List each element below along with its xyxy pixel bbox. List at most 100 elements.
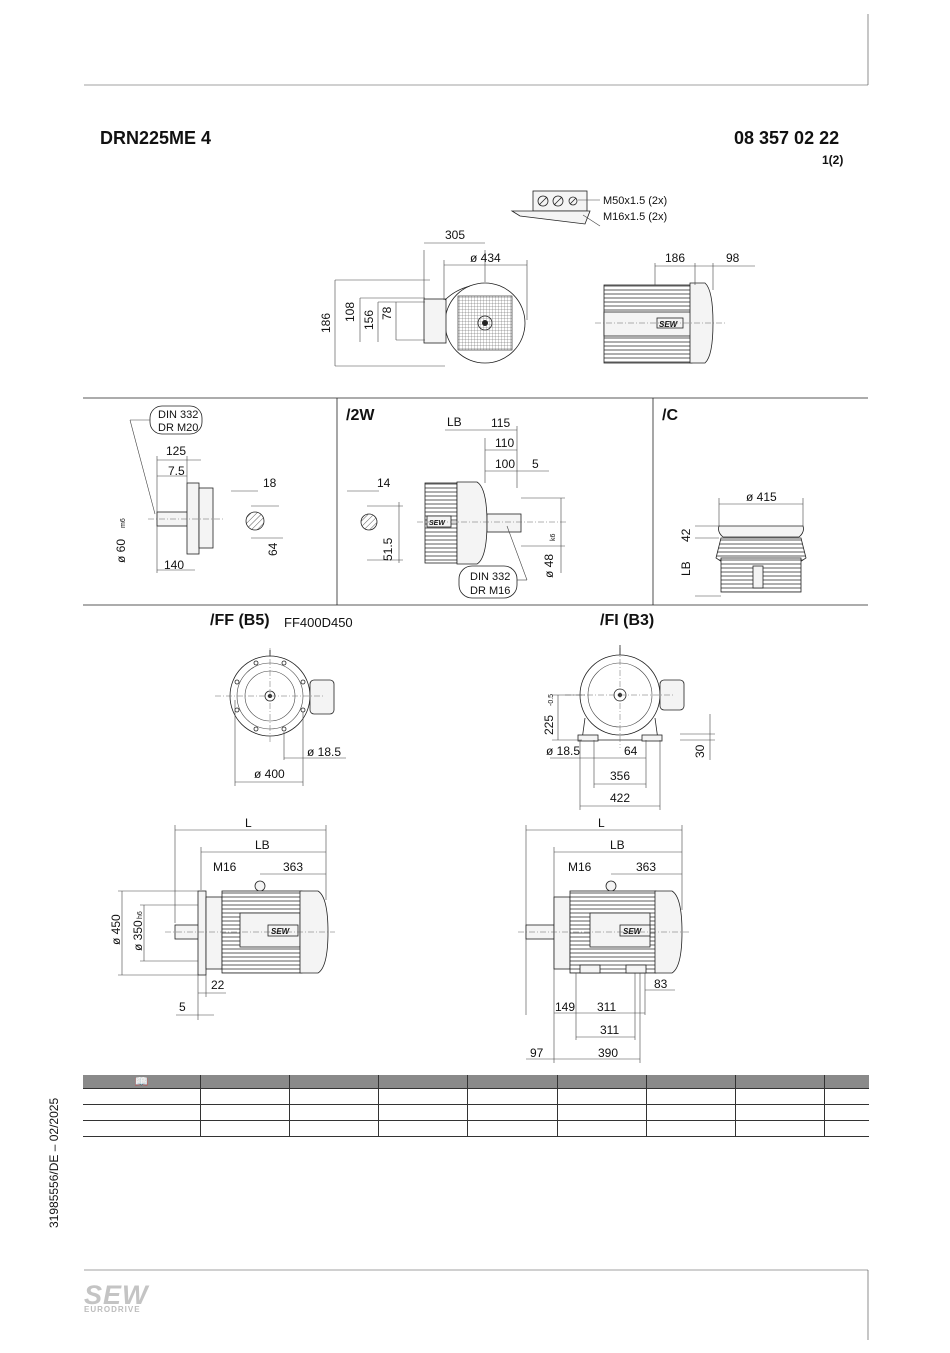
fi-shaft-height: 225 [542, 715, 556, 735]
shaft-tol-m6: m6 [120, 518, 127, 528]
din-332-label: DIN 332 [158, 409, 198, 421]
svg-text:SEW: SEW [429, 520, 446, 527]
section-2w: /2W LB 115 110 100 5 SEW ø 48 k6 DIN 332… [346, 407, 567, 599]
fi-dim-l: L [598, 816, 605, 830]
shaft-tol-k6: k6 [550, 534, 557, 542]
dim-64: 64 [266, 542, 280, 556]
table-header-cell [467, 1075, 557, 1089]
dim-100: 100 [495, 457, 515, 471]
motor-side-view-top: SEW [595, 263, 755, 364]
dim-14: 14 [377, 476, 391, 490]
data-table: 📖 [83, 1075, 869, 1137]
table-row [83, 1104, 869, 1121]
dim-186-right: 186 [665, 251, 685, 265]
table-header-cell [378, 1075, 468, 1089]
section-c-title: /C [662, 407, 678, 424]
ff-dim-lb: LB [255, 838, 270, 852]
fi-dim-363: 363 [636, 860, 656, 874]
dim-140: 140 [164, 558, 184, 572]
section-fi-title: /FI (B3) [600, 612, 655, 629]
ff-dim-363: 363 [283, 860, 303, 874]
dim-108: 108 [343, 302, 357, 322]
ff-dia-350: ø 350 [131, 920, 145, 951]
dim-5: 5 [532, 457, 539, 471]
fi-dim-149: 149 [555, 1000, 575, 1014]
table-header-cell [645, 1075, 736, 1089]
sew-eurodrive-logo: SEW EURODRIVE [84, 1280, 149, 1315]
fi-hole-dia: ø 18.5 [546, 744, 580, 758]
dim-110: 110 [495, 436, 514, 450]
book-icon: 📖 [134, 1076, 149, 1088]
fi-dim-m16: M16 [568, 860, 592, 874]
fi-shaft-height-tol: -0.5 [548, 694, 555, 706]
fi-front-view: 225 -0.5 ø 18.5 64 356 422 30 [542, 645, 715, 810]
document-code: 31985556/DE – 02/2025 [47, 1097, 61, 1228]
svg-text:SEW: SEW [623, 927, 643, 936]
logo-sub: EURODRIVE [84, 1305, 141, 1314]
table-row [83, 1120, 869, 1137]
dim-125: 125 [166, 444, 186, 458]
dim-98: 98 [726, 251, 740, 265]
table-header-cell [289, 1075, 379, 1089]
shaft-dia-60: ø 60 [114, 539, 128, 563]
dim-lb-2w: LB [447, 415, 462, 429]
fi-dim-30: 30 [693, 744, 707, 758]
fi-dim-356: 356 [610, 769, 630, 783]
fi-dim-422: 422 [610, 791, 630, 805]
dim-51-5: 51.5 [381, 537, 395, 561]
ff-dim-22: 22 [211, 978, 225, 992]
table-header-cell: 📖 [83, 1075, 201, 1089]
dr-m20-label: DR M20 [158, 422, 198, 434]
section-ff-title: /FF (B5) [210, 612, 270, 629]
cable-gland-2: M16x1.5 (2x) [603, 211, 667, 223]
dim-42: 42 [679, 528, 693, 542]
dim-305: 305 [445, 228, 465, 242]
ff-dim-l: L [245, 816, 252, 830]
table-header-cell [823, 1075, 869, 1089]
dim-dia-415: ø 415 [746, 490, 777, 504]
table-header-row: 📖 [83, 1075, 869, 1089]
dim-18: 18 [263, 476, 277, 490]
ff-dia-450: ø 450 [109, 914, 123, 945]
page-number: 1(2) [822, 153, 844, 167]
svg-text:SEW: SEW [659, 320, 679, 329]
dim-lb-c: LB [679, 561, 693, 576]
fi-dim-390: 390 [598, 1046, 618, 1060]
fi-dim-83: 83 [654, 977, 668, 991]
dr-m16-label: DR M16 [470, 585, 510, 597]
dim-115: 115 [491, 416, 510, 430]
model-title: DRN225ME 4 [100, 128, 212, 148]
section-2w-title: /2W [346, 407, 375, 424]
fi-dim-311-b: 311 [600, 1023, 619, 1037]
dim-7-5: 7.5 [168, 464, 185, 478]
logo-main: SEW [84, 1280, 149, 1310]
top-view-drawing: M50x1.5 (2x) M16x1.5 (2x) [319, 190, 755, 367]
svg-text:SEW: SEW [271, 927, 291, 936]
document-number: 08 357 02 22 [734, 128, 840, 148]
fi-side-view: L LB M16 363 SEW 83 149 311 311 97 390 [518, 816, 690, 1063]
fi-dim-64: 64 [624, 744, 638, 758]
fi-dim-lb: LB [610, 838, 625, 852]
motor-end-view [334, 242, 528, 367]
table-header-cell [734, 1075, 825, 1089]
ff-front-view: ø 18.5 ø 400 [215, 648, 346, 786]
ff-dim-5: 5 [179, 1000, 186, 1014]
ff-dim-m16: M16 [213, 860, 237, 874]
shaft-dia-48: ø 48 [542, 554, 556, 578]
section-shaft: DIN 332 DR M20 125 7.5 140 ø 60 m6 18 64 [114, 405, 283, 573]
ff-side-view: L LB M16 363 SEW ø 450 ø 350 h6 22 5 [109, 816, 335, 1020]
table-row [83, 1088, 869, 1105]
dim-dia-434: ø 434 [470, 251, 501, 265]
table-header-cell [199, 1075, 290, 1089]
dim-78: 78 [380, 306, 394, 320]
ff-pcd-400: ø 400 [254, 767, 285, 781]
din-332-label-2w: DIN 332 [470, 571, 510, 583]
ff-hole-dia: ø 18.5 [307, 745, 341, 759]
table-header-cell [556, 1075, 647, 1089]
fi-dim-311-a: 311 [597, 1000, 616, 1014]
dim-186-left: 186 [319, 313, 333, 333]
terminal-box [510, 190, 601, 227]
fi-dim-97: 97 [530, 1046, 544, 1060]
ff-tol-h6: h6 [137, 911, 144, 919]
